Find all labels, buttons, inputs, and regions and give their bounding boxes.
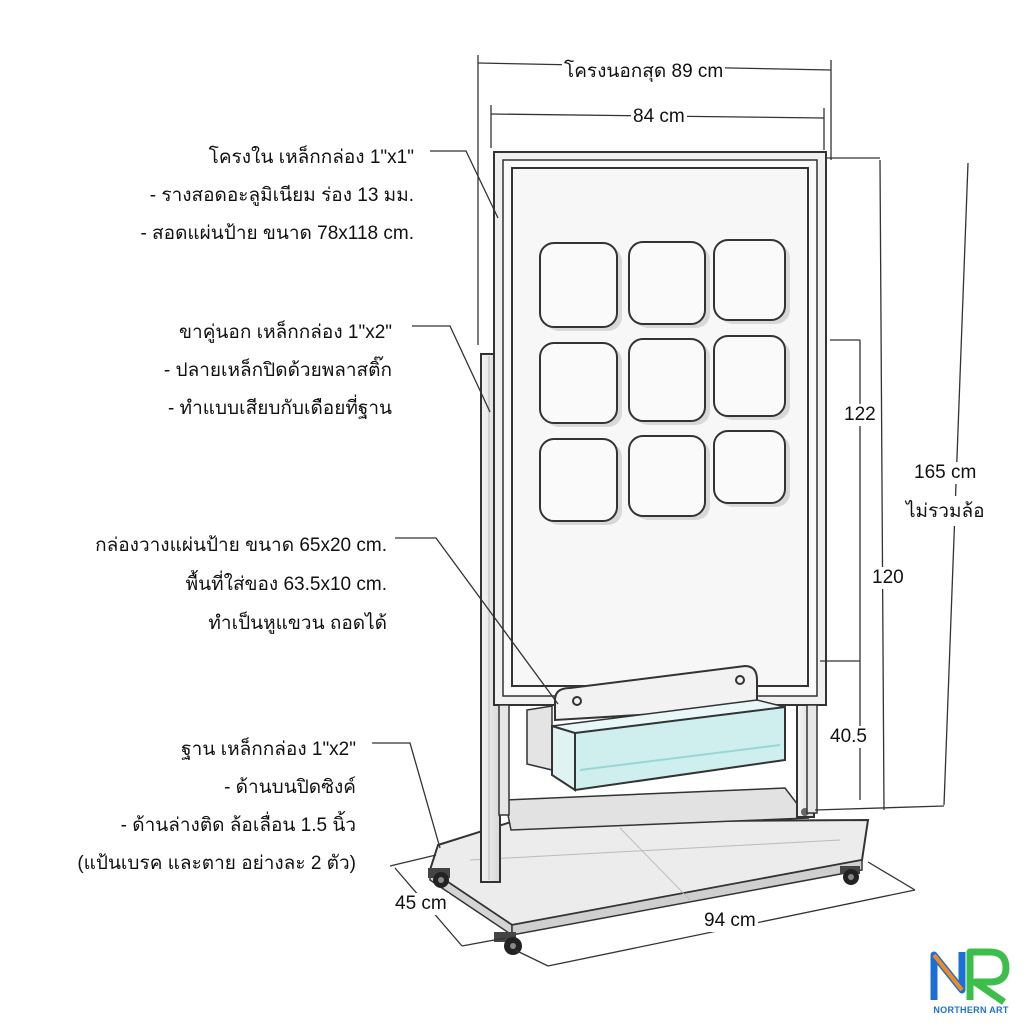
total-height-note: ไม่รวมล้อ xyxy=(904,496,987,526)
base xyxy=(428,787,870,937)
base-width-label: 94 cm xyxy=(702,910,758,932)
board-tile xyxy=(539,342,622,427)
caster-wheel xyxy=(428,868,450,888)
board-tile xyxy=(628,435,710,520)
inner-frame-line1: โครงใน เหล็กกล่อง 1"x1" xyxy=(208,147,414,168)
tray-line3: ทำเป็นหูแขวน ถอดได้ xyxy=(208,613,387,634)
caster-wheel xyxy=(840,866,860,885)
base-line2: - ด้านบนปิดซิงค์ xyxy=(224,777,356,798)
total-height-label: 165 cm xyxy=(912,462,979,484)
tray-height-label: 40.5 xyxy=(828,726,869,748)
outer-legs-line3: - ทำแบบเสียบกับเดือยที่ฐาน xyxy=(167,398,392,419)
board-tile xyxy=(539,438,622,525)
inner-width-label: 84 cm xyxy=(631,106,687,128)
tray-annotation: กล่องวางแผ่นป้าย ขนาด 65x20 cm. พื้นที่ใ… xyxy=(95,526,387,643)
board-tiles xyxy=(539,239,790,525)
northern-art-logo-text: NORTHERN ART xyxy=(933,1005,1009,1015)
outer-legs-annotation: ขาคู่นอก เหล็กกล่อง 1"x2" - ปลายเหล็กปิด… xyxy=(164,314,392,428)
sign-tray xyxy=(526,664,786,792)
base-line3: - ด้านล่างติด ล้อเลื่อน 1.5 นิ้ว xyxy=(120,815,356,836)
outer-legs-line2: - ปลายเหล็กปิดด้วยพลาสติ๊ก xyxy=(163,360,392,381)
board-tile xyxy=(713,335,790,420)
frame-height-label: 122 xyxy=(842,404,878,426)
board-tile xyxy=(713,430,790,507)
board-tile xyxy=(539,242,622,331)
board-height-label: 120 xyxy=(870,567,906,589)
board-tile xyxy=(628,338,710,425)
base-line1: ฐาน เหล็กกล่อง 1"x2" xyxy=(181,739,356,760)
inner-frame-annotation: โครงใน เหล็กกล่อง 1"x1" - รางสอดอะลูมิเน… xyxy=(140,139,414,253)
tray-line1: กล่องวางแผ่นป้าย ขนาด 65x20 cm. xyxy=(95,535,387,556)
outer-width-label: โครงนอกสุด 89 cm xyxy=(562,56,726,86)
board-tile xyxy=(713,239,790,324)
inner-frame-line3: - สอดแผ่นป้าย ขนาด 78x118 cm. xyxy=(140,223,414,244)
tray-line2: พื้นที่ใส่ของ 63.5x10 cm. xyxy=(185,574,387,595)
base-annotation: ฐาน เหล็กกล่อง 1"x2" - ด้านบนปิดซิงค์ - … xyxy=(77,731,356,883)
base-line4: (แป้นเบรค และตาย อย่างละ 2 ตัว) xyxy=(77,853,356,874)
inner-frame-line2: - รางสอดอะลูมิเนียม ร่อง 13 มม. xyxy=(149,185,414,206)
board-tile xyxy=(628,241,710,328)
northern-art-logo-mark xyxy=(930,948,1010,1005)
outer-legs-line1: ขาคู่นอก เหล็กกล่อง 1"x2" xyxy=(179,322,392,343)
base-depth-label: 45 cm xyxy=(393,893,449,915)
